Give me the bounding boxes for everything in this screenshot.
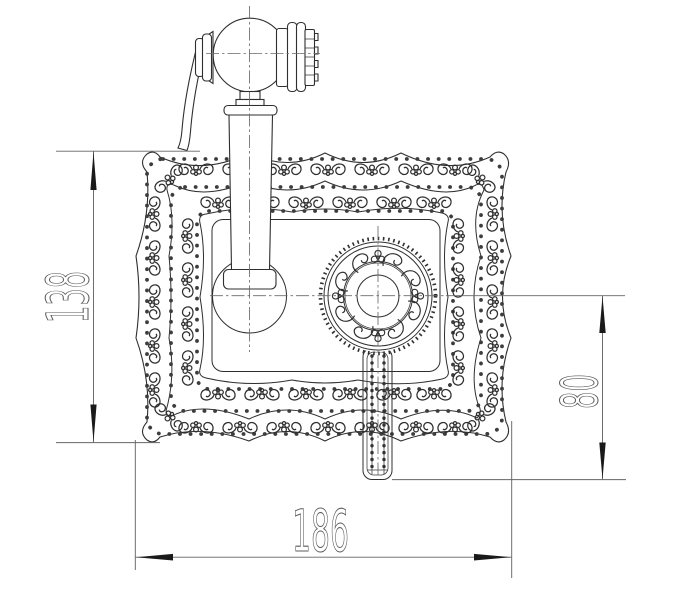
dim-arrow-left-icon bbox=[136, 553, 173, 561]
dim-arrow-down-icon bbox=[599, 442, 606, 480]
dimension-plate-height: 138 bbox=[33, 150, 200, 444]
dim-label-80: 80 bbox=[552, 374, 611, 409]
dim-arrow-down-icon bbox=[90, 404, 97, 442]
dimension-lever-drop: 80 bbox=[392, 295, 626, 481]
hand-shower bbox=[177, 17, 319, 290]
plate-inner-border bbox=[199, 207, 449, 385]
plate-mid-border bbox=[165, 180, 485, 420]
spray-head bbox=[275, 21, 319, 93]
grip-top-flange bbox=[223, 104, 278, 116]
dim-arrow-up-icon bbox=[599, 296, 606, 333]
shower-ball-joint bbox=[212, 17, 288, 93]
shower-grip bbox=[228, 114, 274, 271]
shower-neck-collar bbox=[235, 98, 265, 107]
dim-label-138: 138 bbox=[34, 271, 102, 323]
dim-arrow-right-icon bbox=[474, 553, 511, 561]
hose-connector bbox=[194, 30, 214, 85]
plate-bead-rows bbox=[145, 157, 504, 436]
dim-label-186: 186 bbox=[292, 497, 349, 565]
dim-arrow-up-icon bbox=[90, 152, 97, 190]
dimension-plate-width: 186 bbox=[134, 421, 513, 578]
center-lines bbox=[206, 6, 446, 478]
shower-neck bbox=[239, 90, 261, 101]
